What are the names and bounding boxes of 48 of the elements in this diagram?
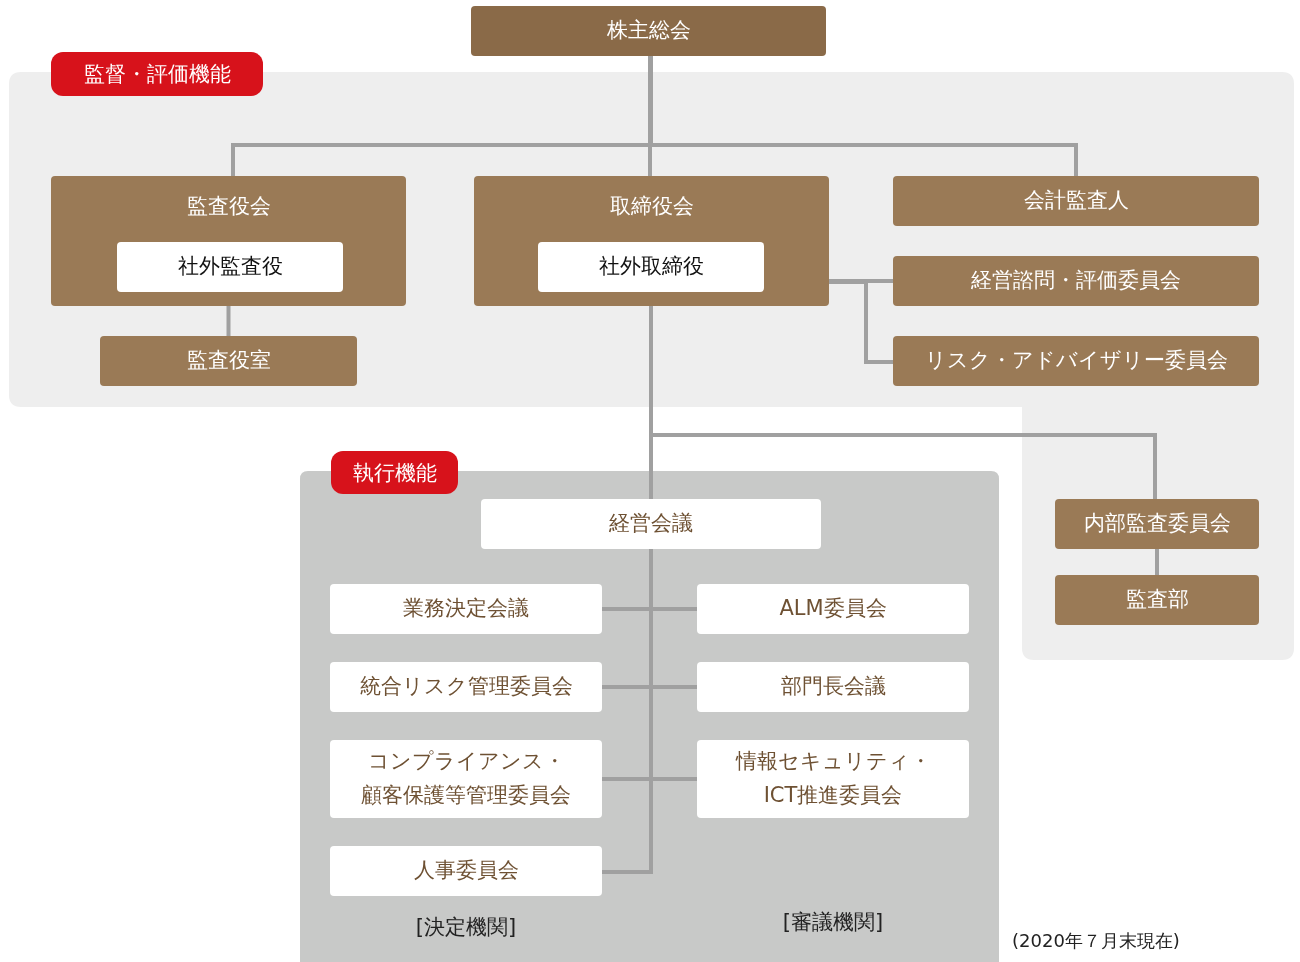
org-box (538, 242, 764, 292)
box-label: 統合リスク管理委員会 (359, 673, 573, 701)
connector-line (1155, 549, 1159, 575)
body-box (51, 176, 406, 306)
connector-line (226, 306, 231, 336)
connector-line (829, 280, 893, 364)
org-box (697, 740, 969, 818)
box-label: 会計監査人 (1023, 187, 1129, 215)
box-label: 情報セキュリティ・ICT推進委員会 (735, 748, 931, 809)
body-box (474, 176, 829, 306)
box-label: 内部監査委員会 (1083, 510, 1231, 538)
box-label: 社外取締役 (598, 253, 704, 281)
group-label: [審議機関] (782, 909, 884, 936)
org-box (1055, 575, 1259, 625)
org-box (893, 256, 1259, 306)
section-tag: 執行機能 (331, 451, 458, 494)
box-label: 人事委員会 (413, 857, 519, 885)
org-box (100, 336, 357, 386)
box-label: ALM委員会 (779, 595, 887, 623)
box-title: 監査役会 (185, 193, 272, 220)
box-label: 監査役室 (186, 347, 271, 375)
section-tag: 監督・評価機能 (51, 52, 263, 96)
box-label: 経営会議 (609, 510, 693, 538)
org-box (893, 176, 1259, 226)
org-box (481, 499, 821, 549)
org-box (117, 242, 343, 292)
org-box (330, 584, 602, 634)
box-label: 監査部 (1125, 586, 1189, 614)
connector-line (829, 279, 893, 283)
org-box (893, 336, 1259, 386)
box-title: 取締役会 (608, 193, 695, 220)
box-label: 社外監査役 (177, 253, 283, 281)
org-box (697, 584, 969, 634)
org-box (697, 662, 969, 712)
box-label: 株主総会 (606, 17, 691, 45)
box-label: 業務決定会議 (403, 595, 529, 623)
box-label: 経営諮問・評価委員会 (971, 267, 1181, 295)
org-box (330, 846, 602, 896)
org-box (330, 740, 602, 818)
box-label: 部門長会議 (780, 673, 886, 701)
date-note: (2020年７月末現在) (1012, 929, 1180, 953)
org-box (471, 6, 826, 56)
org-box (1055, 499, 1259, 549)
connector-line (648, 56, 652, 176)
box-label: コンプライアンス・顧客保護等管理委員会 (361, 748, 571, 809)
box-label: リスク・アドバイザリー委員会 (924, 347, 1228, 375)
group-label: [決定機関] (415, 914, 517, 941)
org-box (330, 662, 602, 712)
